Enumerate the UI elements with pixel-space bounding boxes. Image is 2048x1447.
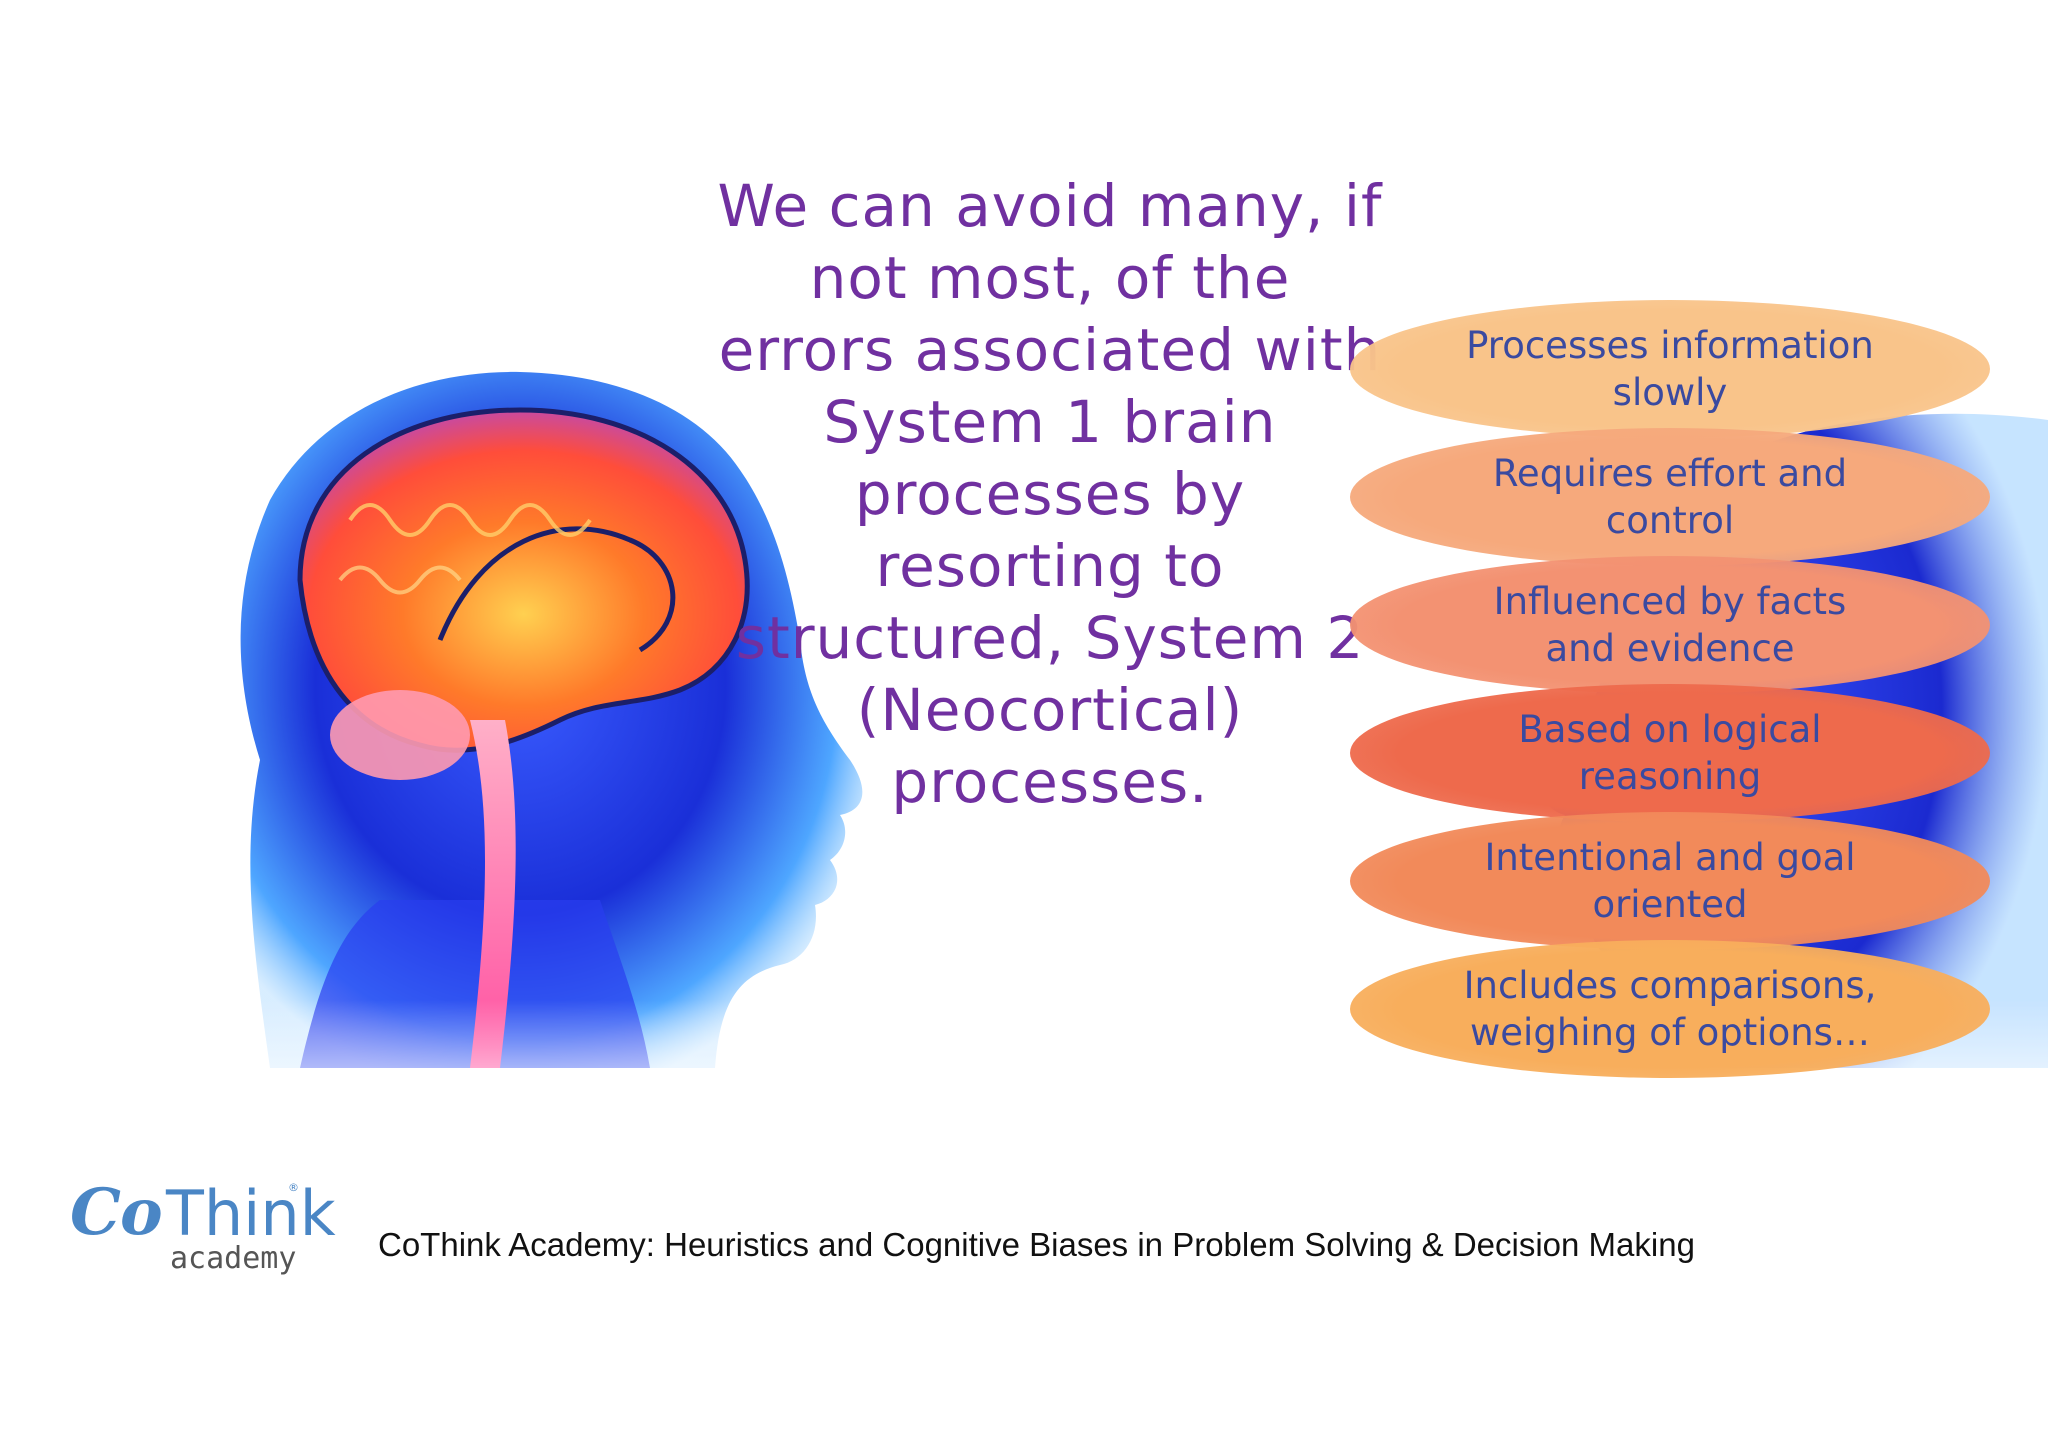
trait-line: and evidence xyxy=(1545,627,1795,670)
trait-line: oriented xyxy=(1592,883,1748,926)
logo-registered: ® xyxy=(288,1181,299,1194)
headline: We can avoid many, if not most, of the e… xyxy=(700,170,1400,818)
trait-oval: Requires effort and control xyxy=(1350,428,1990,566)
headline-line: processes by xyxy=(854,460,1246,528)
trait-oval: Based on logical reasoning xyxy=(1350,684,1990,822)
trait-line: weighing of options… xyxy=(1470,1011,1870,1054)
trait-line: Influenced by facts xyxy=(1493,580,1847,623)
trait-line: Includes comparisons, xyxy=(1463,964,1877,1007)
headline-line: errors associated with xyxy=(718,316,1382,384)
footer-title: CoThink Academy: Heuristics and Cognitiv… xyxy=(378,1226,1695,1263)
trait-line: Processes information xyxy=(1466,324,1874,367)
headline-line: not most, of the xyxy=(809,244,1291,312)
trait-oval: Influenced by facts and evidence xyxy=(1350,556,1990,694)
system2-traits: Processes information slowly Requires ef… xyxy=(1350,300,2000,1080)
trait-line: control xyxy=(1605,499,1735,542)
trait-line: Intentional and goal xyxy=(1484,836,1856,879)
trait-line: reasoning xyxy=(1578,755,1762,798)
headline-line: structured, System 2 xyxy=(735,604,1365,672)
trait-oval: Processes information slowly xyxy=(1350,300,1990,438)
headline-line: processes. xyxy=(891,748,1209,816)
trait-line: slowly xyxy=(1612,371,1728,414)
trait-oval: Includes comparisons, weighing of option… xyxy=(1350,940,1990,1078)
trait-oval: Intentional and goal oriented xyxy=(1350,812,1990,950)
headline-line: We can avoid many, if xyxy=(717,172,1383,240)
logo-think: Think xyxy=(166,1177,336,1250)
logo-academy: academy xyxy=(170,1241,297,1276)
trait-line: Based on logical xyxy=(1518,708,1822,751)
headline-line: (Neocortical) xyxy=(856,676,1244,744)
cothink-logo: Co Think ® academy xyxy=(70,1175,336,1285)
headline-line: System 1 brain xyxy=(823,388,1277,456)
logo-co: Co xyxy=(70,1175,163,1250)
headline-line: resorting to xyxy=(875,532,1225,600)
trait-line: Requires effort and xyxy=(1492,452,1848,495)
